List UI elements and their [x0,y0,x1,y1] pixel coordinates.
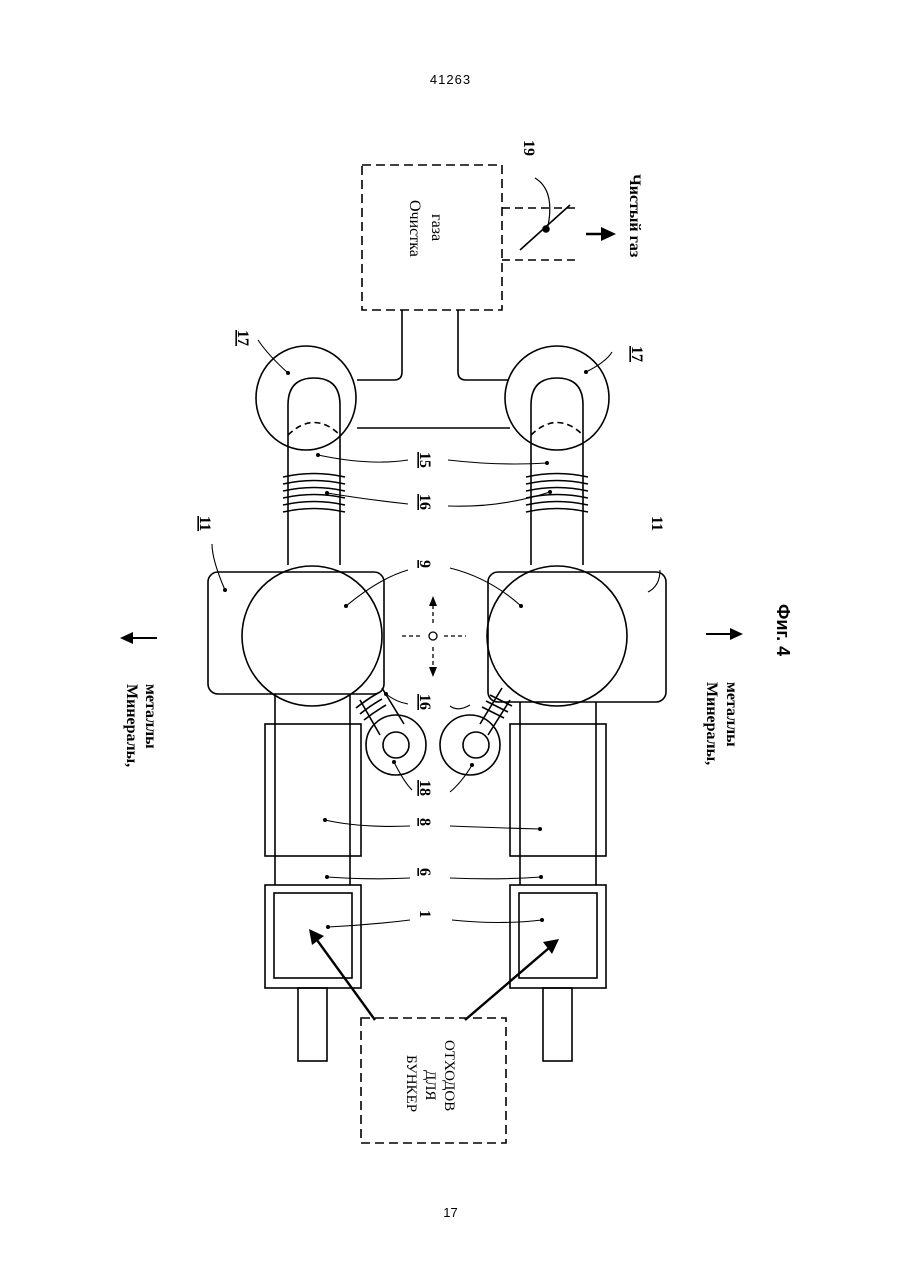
gas-cleaning-line2: газа [428,214,445,241]
minerals-top-line1: Минералы, [123,684,140,767]
page-number: 17 [0,1205,901,1220]
piston-lower [543,988,572,1061]
boiler-17-lower [505,346,609,450]
label-19: 19 [520,140,537,156]
ash-outlet-18-lower [440,688,512,775]
clean-gas-label: Чистый газ [626,174,643,258]
movement-arrows [402,596,466,677]
piston-upper [298,988,327,1061]
label-17-upper: 17 [234,330,251,346]
label-11-upper: 11 [196,516,213,531]
housing-11-lower [488,572,666,702]
ash-outlet-18-upper [356,688,426,775]
label-11-lower: 11 [648,516,665,531]
feeder-8-lower [510,724,606,856]
gas-cleaning-line1: Очистка [406,200,423,257]
valve-19 [502,178,578,260]
drum-9-lower [487,566,627,706]
drum-9-upper [242,566,382,706]
bellows-16-upper [283,474,345,513]
minerals-bottom-line1: Минералы, [703,682,720,765]
bunker-line1: БУНКЕР [403,1055,419,1112]
label-9: 9 [416,560,433,568]
loader-1-lower-outer [510,885,606,988]
label-6: 6 [416,868,433,876]
boiler-17-upper [256,346,356,450]
label-1: 1 [416,910,433,918]
figure-caption: Фиг. 4 [773,604,793,656]
minerals-bottom-line2: металлы [723,682,740,747]
label-16-upper: 16 [416,494,433,510]
label-17-lower: 17 [628,346,645,362]
label-15: 15 [416,452,433,468]
bunker-line2: ДЛЯ [422,1070,438,1100]
housing-11-upper [208,572,384,694]
label-18: 18 [416,780,433,796]
feeder-8-upper [265,724,361,856]
label-8: 8 [416,818,433,826]
label-16-lower: 16 [416,694,433,710]
bellows-16-lower [526,474,588,513]
bunker-line3: ОТХОДОВ [441,1040,457,1111]
minerals-top-line2: металлы [142,684,159,749]
